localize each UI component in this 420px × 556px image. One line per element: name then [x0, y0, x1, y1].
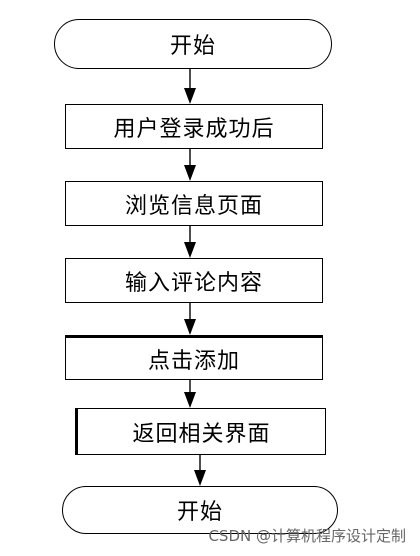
arrow-5 — [184, 380, 196, 408]
step-browse-info-page: 浏览信息页面 — [65, 181, 323, 226]
step-label: 输入评论内容 — [124, 270, 263, 296]
arrow-1 — [184, 69, 196, 104]
step-label: 点击添加 — [147, 348, 240, 374]
arrow-4 — [184, 303, 196, 335]
end-label: 开始 — [176, 500, 223, 525]
step-label: 用户登录成功后 — [113, 116, 275, 142]
arrow-6 — [194, 455, 206, 486]
arrow-2 — [184, 149, 196, 181]
step-label: 返回相关界面 — [132, 421, 271, 447]
watermark-text: CSDN @计算机程序设计定制 — [208, 527, 406, 545]
end-terminal: 开始 — [62, 486, 338, 534]
arrow-3 — [184, 226, 196, 258]
step-return-interface: 返回相关界面 — [75, 408, 326, 455]
step-label: 浏览信息页面 — [124, 193, 263, 219]
step-click-add: 点击添加 — [65, 335, 323, 380]
start-label: 开始 — [169, 34, 216, 59]
step-enter-comment: 输入评论内容 — [65, 258, 323, 303]
start-terminal: 开始 — [54, 19, 332, 69]
step-login-success: 用户登录成功后 — [65, 104, 323, 149]
